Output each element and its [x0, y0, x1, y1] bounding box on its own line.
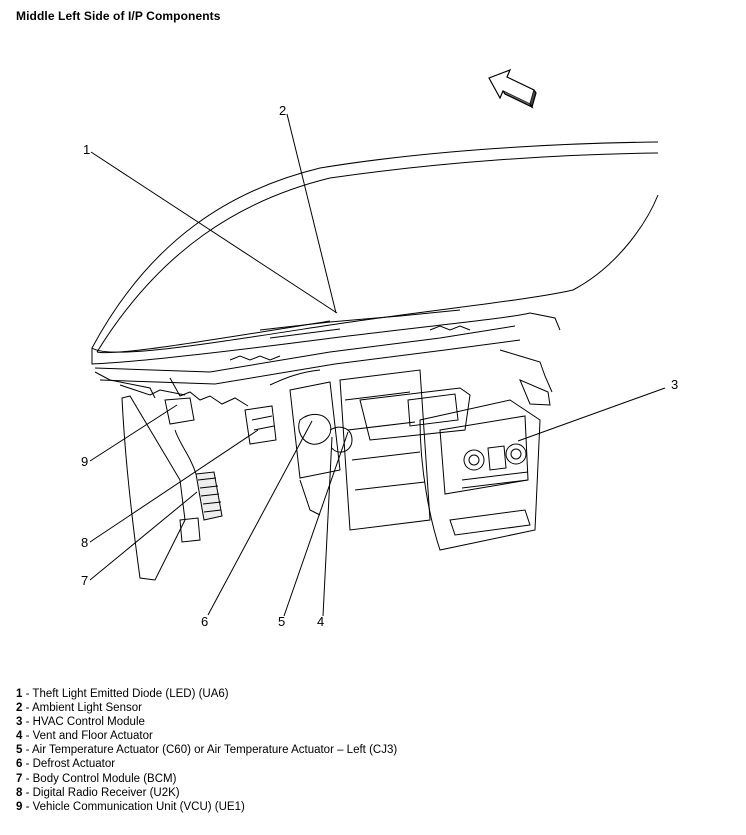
legend-text: - Vent and Floor Actuator [22, 730, 153, 743]
body-control-module [179, 471, 223, 543]
page-title: Middle Left Side of I/P Components [16, 9, 221, 23]
legend-item: 2 - Ambient Light Sensor [16, 701, 397, 715]
legend-item: 5 - Air Temperature Actuator (C60) or Ai… [16, 743, 397, 757]
legend-number: 3 [16, 716, 23, 729]
cross-car-beam [94, 325, 553, 407]
callout-4: 4 [317, 614, 324, 629]
instrument-panel-diagram: 1 2 3 4 5 6 7 8 9 [81, 68, 678, 629]
callout-7: 7 [81, 573, 88, 588]
legend-text: - Air Temperature Actuator (C60) or Air … [22, 744, 398, 757]
callout-numbers: 1 2 3 4 5 6 7 8 9 [81, 103, 678, 629]
legend-number: 5 [16, 744, 23, 757]
legend-text: - HVAC Control Module [22, 716, 145, 729]
legend-number: 7 [16, 772, 23, 785]
legend-text: - Body Control Module (BCM) [22, 772, 177, 785]
legend-text: - Theft Light Emitted Diode (LED) (UA6) [22, 688, 229, 700]
callout-1: 1 [83, 142, 90, 157]
legend-number: 4 [16, 730, 23, 743]
windshield [91, 141, 659, 354]
legend-text: - Ambient Light Sensor [22, 702, 142, 715]
legend-item: 9 - Vehicle Communication Unit (VCU) (UE… [16, 800, 397, 814]
vcu-module [164, 397, 197, 475]
legend-item: 4 - Vent and Floor Actuator [16, 729, 397, 743]
legend-text: - Defrost Actuator [22, 758, 116, 771]
callout-8: 8 [81, 535, 88, 550]
callout-2: 2 [279, 103, 286, 118]
orientation-arrow-icon [488, 68, 537, 109]
legend-number: 8 [16, 786, 23, 799]
dash-top-pad [91, 309, 561, 365]
callout-3: 3 [671, 377, 678, 392]
legend-item: 1 - Theft Light Emitted Diode (LED) (UA6… [16, 687, 397, 701]
legend-text: - Vehicle Communication Unit (VCU) (UE1) [22, 800, 245, 813]
legend-text: - Digital Radio Receiver (U2K) [22, 786, 180, 799]
leader-lines [89, 113, 666, 617]
callout-6: 6 [201, 614, 208, 629]
legend-item: 7 - Body Control Module (BCM) [16, 772, 397, 786]
legend-item: 8 - Digital Radio Receiver (U2K) [16, 786, 397, 800]
legend-number: 9 [16, 800, 23, 813]
legend-item: 6 - Defrost Actuator [16, 757, 397, 771]
hvac-control-module [461, 443, 529, 489]
legend-item: 3 - HVAC Control Module [16, 715, 397, 729]
legend-number: 2 [16, 702, 23, 715]
callout-9: 9 [81, 454, 88, 469]
callout-5: 5 [278, 614, 285, 629]
legend-number: 6 [16, 758, 23, 771]
radio-receiver-module [244, 405, 277, 445]
legend-number: 1 [16, 688, 23, 700]
left-side-panel [94, 371, 186, 581]
component-legend: 1 - Theft Light Emitted Diode (LED) (UA6… [16, 687, 397, 814]
